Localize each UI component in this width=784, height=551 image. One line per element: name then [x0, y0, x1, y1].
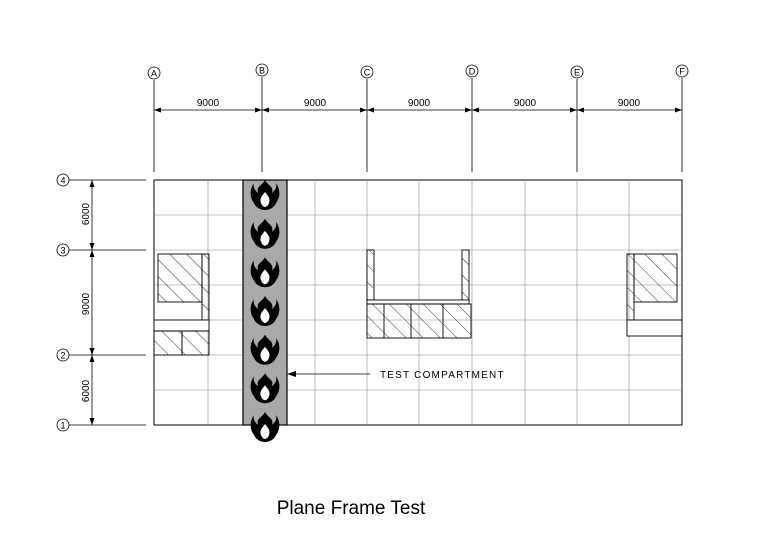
column-extension-lines	[153, 77, 683, 172]
center-core	[366, 249, 472, 339]
fire-icon	[250, 180, 280, 210]
column-bubbles: A B C D E F	[147, 63, 689, 80]
row-label-3: 3	[60, 246, 65, 256]
fire-icon	[250, 257, 280, 288]
column-label-c: C	[364, 68, 371, 78]
fire-icon	[250, 412, 280, 442]
test-compartment-callout: TEST COMPARTMENT	[287, 370, 505, 381]
row-bubbles: 4 3 2 1	[56, 173, 70, 432]
column-label-f: F	[679, 67, 685, 77]
vertical-dimension-chain: 6000 9000 6000	[81, 180, 95, 425]
fire-icon	[250, 373, 280, 404]
floor-plan-grid	[153, 179, 683, 426]
row-bubble-1: 1	[56, 418, 70, 432]
horizontal-dimension-chain: 9000 9000 9000 9000 9000	[154, 98, 682, 113]
dimension-d-e: 9000	[514, 98, 537, 109]
dimension-e-f: 9000	[618, 98, 641, 109]
test-compartment	[242, 179, 288, 442]
column-bubble-f: F	[675, 64, 689, 78]
dimension-1-2: 6000	[81, 379, 92, 402]
column-bubble-c: C	[360, 65, 374, 79]
row-bubble-4: 4	[56, 173, 70, 187]
drawing-title: Plane Frame Test	[277, 498, 426, 519]
row-label-1: 1	[60, 421, 65, 431]
row-bubble-3: 3	[56, 243, 70, 257]
callout-label: TEST COMPARTMENT	[380, 370, 505, 381]
right-core	[626, 253, 683, 337]
fire-icon	[250, 296, 280, 326]
column-label-e: E	[574, 68, 580, 78]
row-label-4: 4	[60, 176, 65, 186]
fire-icon	[250, 218, 280, 249]
column-label-b: B	[259, 66, 265, 76]
dimension-a-b: 9000	[197, 98, 220, 109]
column-label-d: D	[469, 67, 476, 77]
column-bubble-b: B	[255, 63, 269, 77]
column-bubble-e: E	[570, 65, 584, 79]
row-bubble-2: 2	[56, 348, 70, 362]
flame-icons	[250, 180, 280, 442]
fire-icon	[250, 334, 280, 365]
column-bubble-a: A	[147, 66, 161, 80]
column-bubble-d: D	[465, 64, 479, 78]
dimension-b-c: 9000	[304, 98, 327, 109]
dimension-3-4: 6000	[81, 202, 92, 225]
left-core	[153, 253, 210, 356]
row-label-2: 2	[60, 351, 65, 361]
dimension-c-d: 9000	[408, 98, 431, 109]
column-label-a: A	[151, 69, 157, 79]
dimension-2-3: 9000	[81, 292, 92, 315]
row-extension-lines	[69, 179, 146, 426]
